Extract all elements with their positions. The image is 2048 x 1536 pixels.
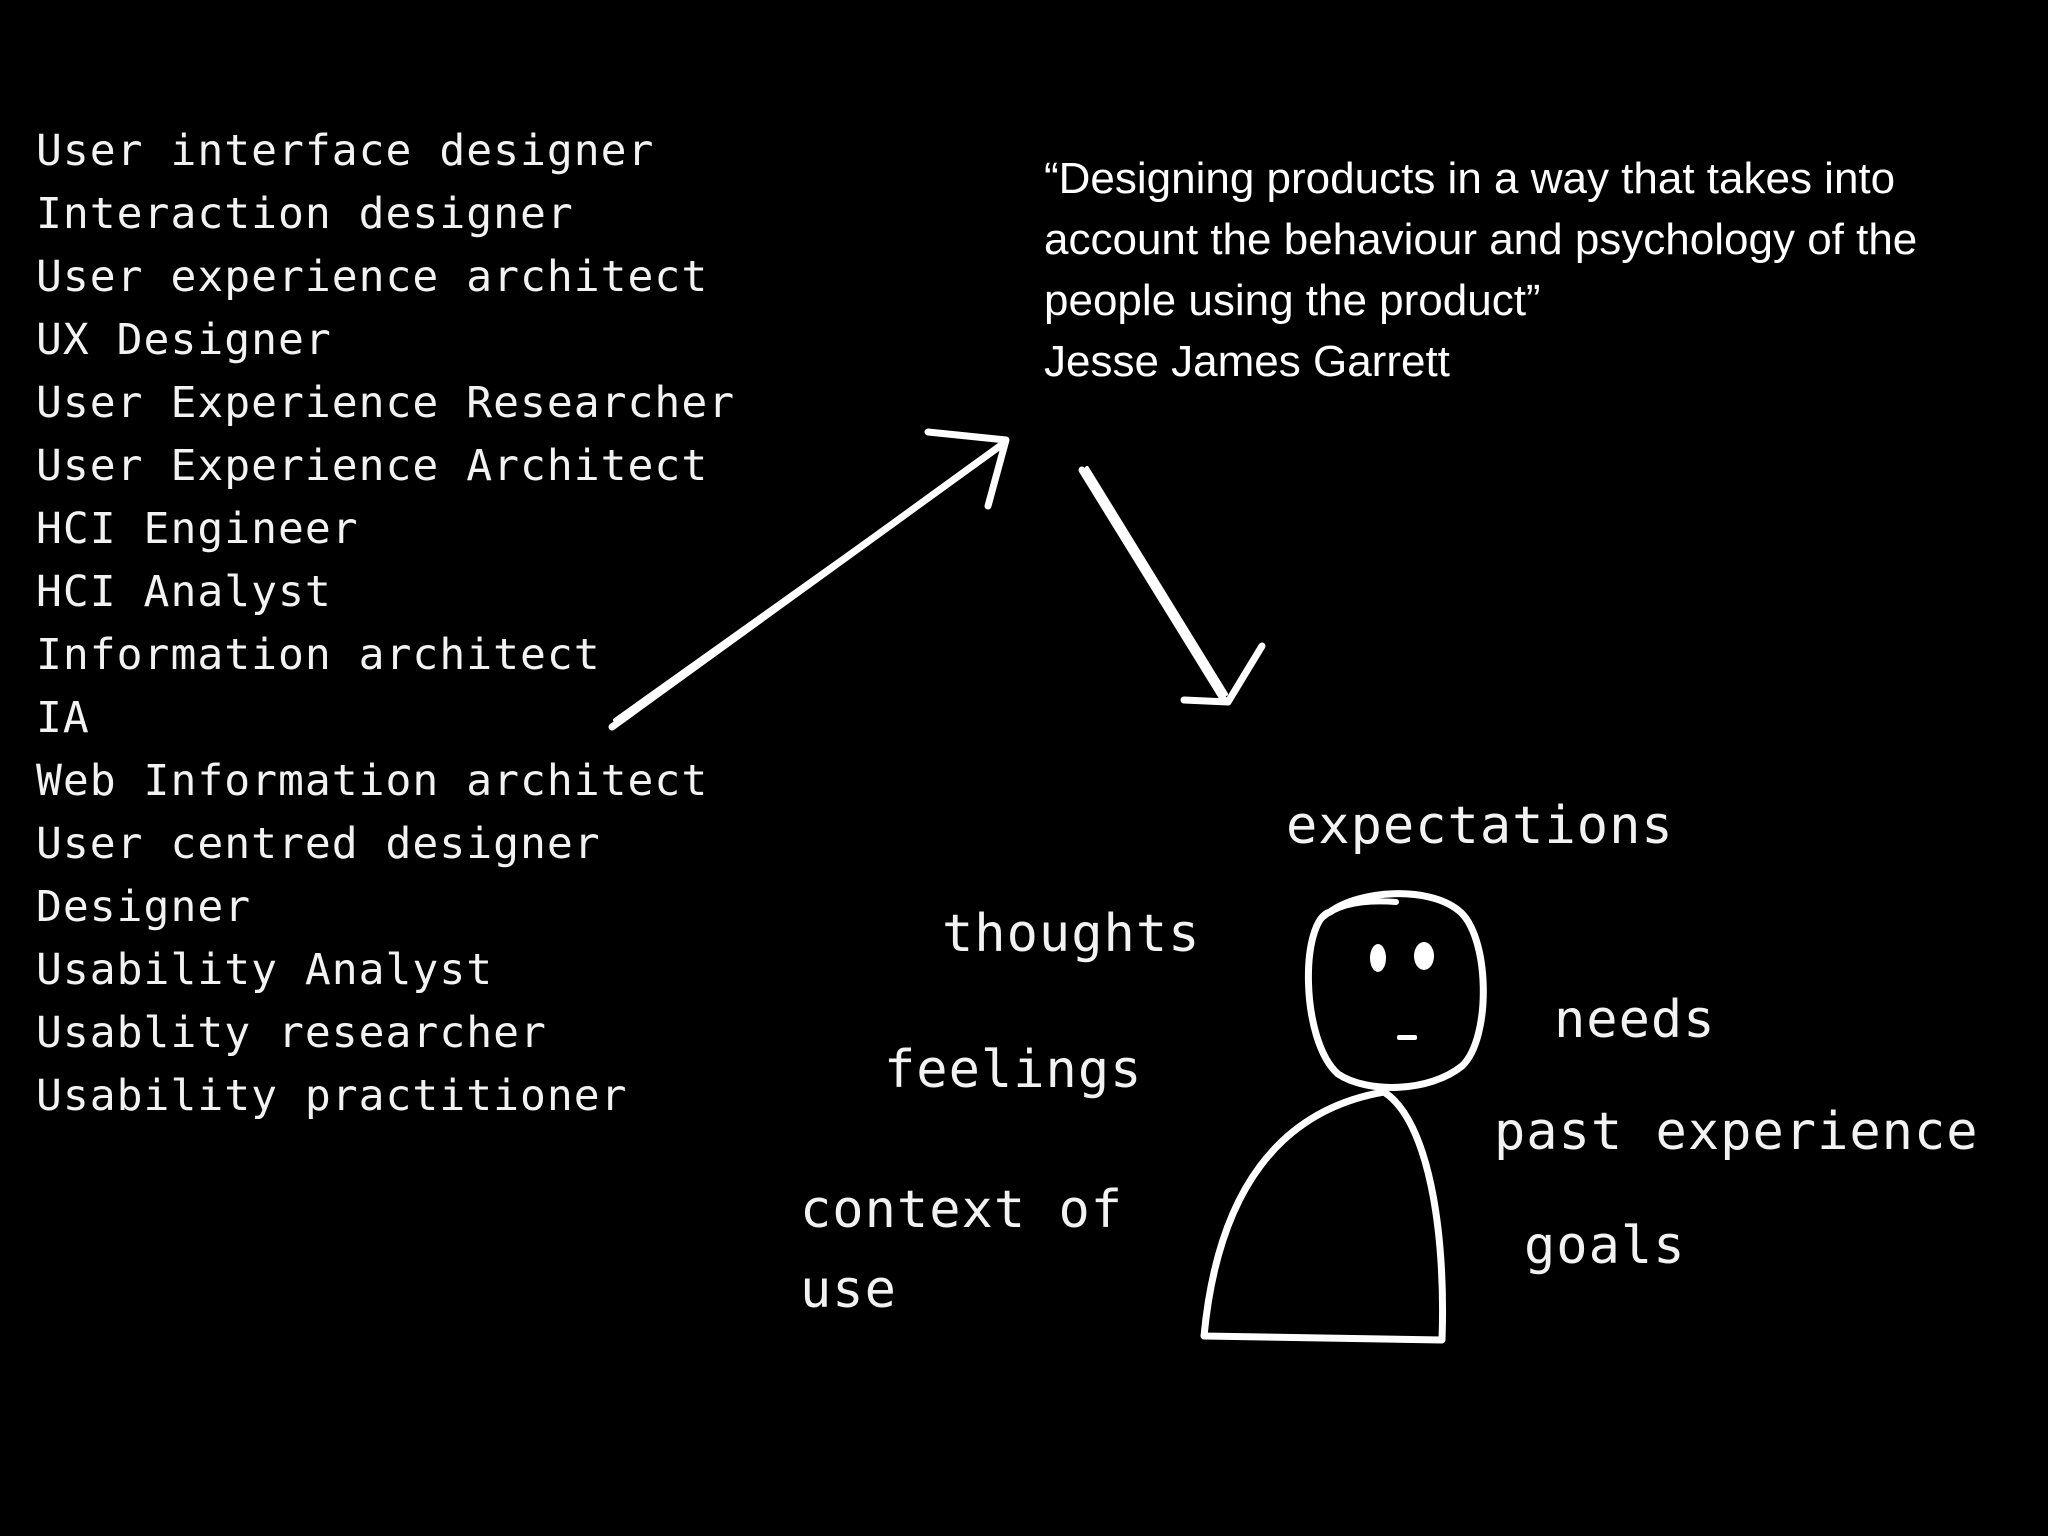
arrow-to-quote xyxy=(608,428,1010,731)
person-face xyxy=(1370,942,1434,1040)
job-title-item: User centred designer xyxy=(36,819,601,869)
quote-text: “Designing products in a way that takes … xyxy=(1044,154,1918,325)
job-title-item: User Experience Architect xyxy=(36,441,709,491)
person-figure xyxy=(1200,890,1487,1344)
aspect-thoughts: thoughts xyxy=(942,904,1201,964)
job-title-item: Designer xyxy=(36,882,252,932)
aspect-expectations: expectations xyxy=(1286,796,1674,856)
person-left-eye xyxy=(1370,944,1386,972)
job-title-item: HCI Analyst xyxy=(36,567,332,617)
person-right-eye xyxy=(1414,942,1434,970)
job-title-item: Information architect xyxy=(36,630,601,680)
job-title-item: Usability practitioner xyxy=(36,1071,628,1121)
quote-author: Jesse James Garrett xyxy=(1044,337,1450,386)
person-mouth xyxy=(1397,1035,1417,1040)
job-title-item: Web Information architect xyxy=(36,756,709,806)
person-body xyxy=(1200,1088,1446,1344)
aspect-feelings: feelings xyxy=(884,1040,1143,1100)
person-head xyxy=(1304,890,1487,1091)
job-title-item: IA xyxy=(36,693,90,743)
job-title-item: Usability Analyst xyxy=(36,945,494,995)
job-title-item: UX Designer xyxy=(36,315,332,365)
job-title-item: Usablity researcher xyxy=(36,1008,547,1058)
job-title-item: User interface designer xyxy=(36,126,655,176)
job-title-item: User experience architect xyxy=(36,252,709,302)
job-title-list: User interface designer Interaction desi… xyxy=(36,120,736,1128)
aspect-past-experience: past experience xyxy=(1494,1102,1979,1162)
garrett-quote: “Designing products in a way that takes … xyxy=(1044,148,1984,392)
aspect-goals: goals xyxy=(1524,1216,1686,1276)
aspect-context-of-use: context of use xyxy=(800,1180,1124,1320)
job-title-item: HCI Engineer xyxy=(36,504,359,554)
job-title-item: User Experience Researcher xyxy=(36,378,736,428)
aspect-needs: needs xyxy=(1554,990,1716,1050)
job-title-item: Interaction designer xyxy=(36,189,574,239)
arrow-to-person xyxy=(1078,466,1266,706)
